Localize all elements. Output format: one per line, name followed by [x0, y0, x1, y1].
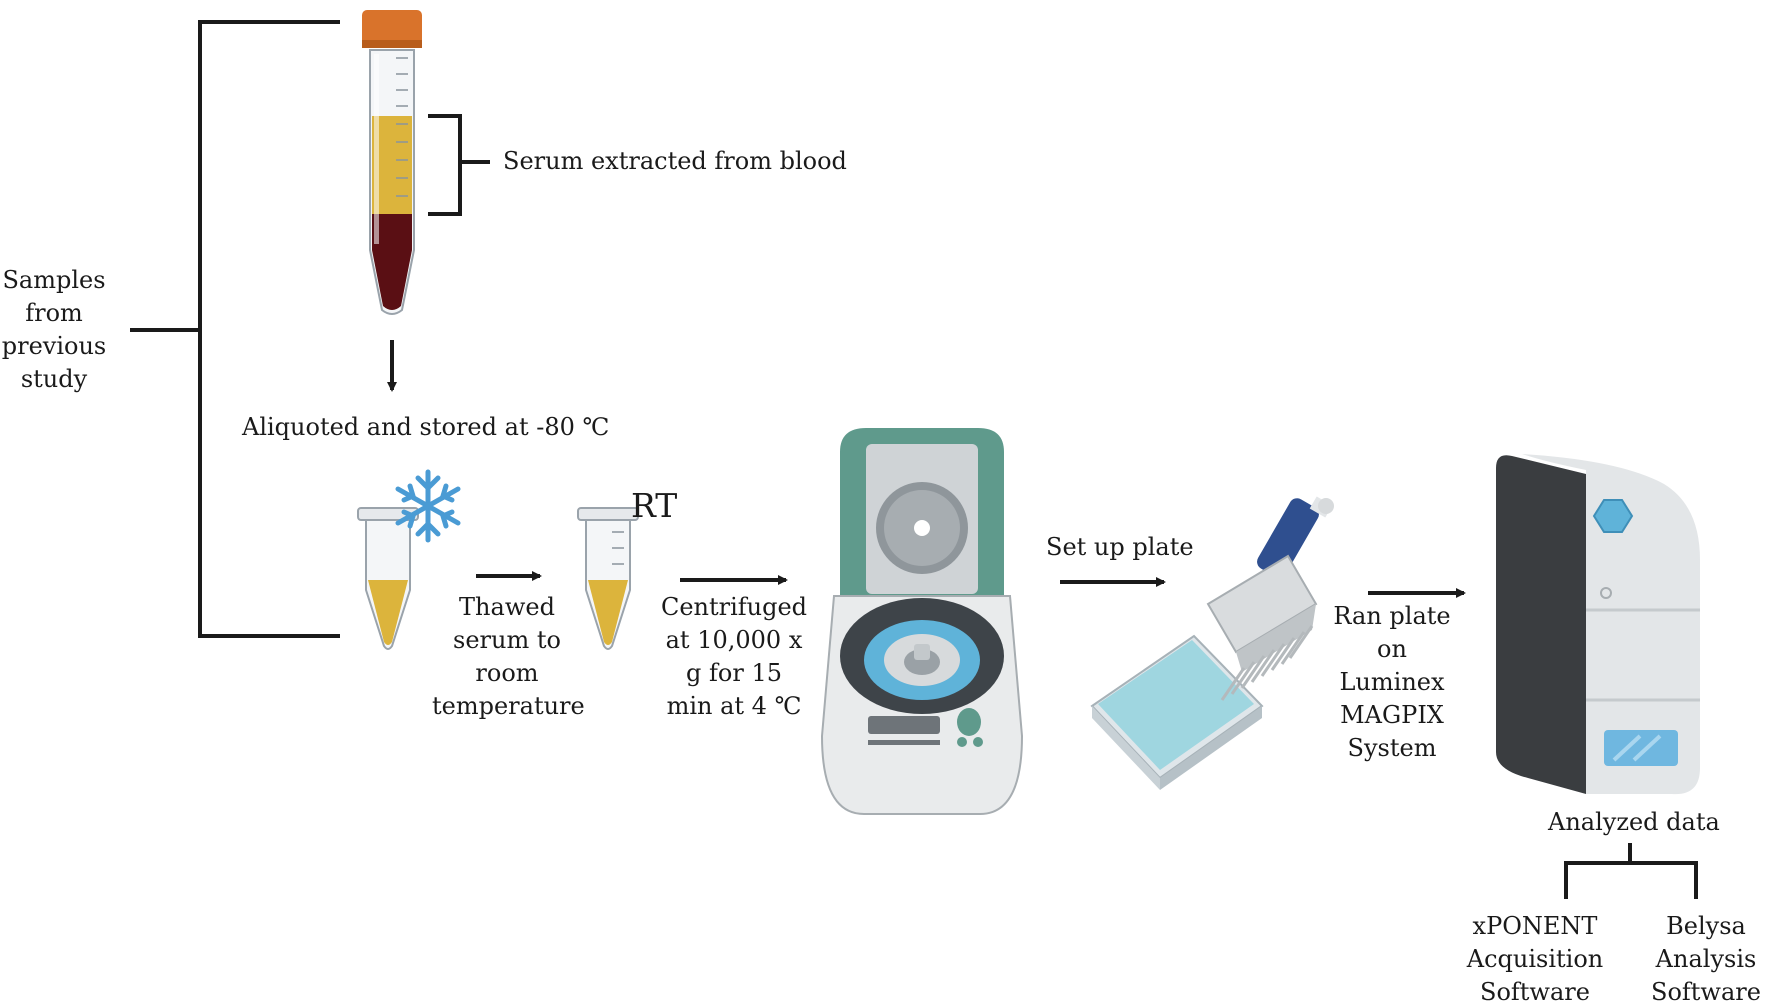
microtube-icon — [577, 507, 639, 650]
belysa-label: Belysa Analysis Software — [1651, 912, 1761, 1005]
magpix-instrument-icon — [1496, 454, 1700, 795]
analyzed-label: Analyzed data — [1548, 808, 1720, 836]
xponent-label: xPONENT Acquisition Software — [1466, 912, 1604, 1005]
centrifuge-icon — [820, 428, 1024, 815]
serum-bracket — [428, 114, 490, 216]
rt-label: RT — [631, 486, 678, 525]
serum-label: Serum extracted from blood — [503, 147, 847, 175]
multichannel-pipette-icon — [1206, 496, 1334, 701]
well-plate-icon — [1090, 634, 1264, 790]
microtube-icon — [357, 507, 419, 650]
centrifuged-label: Centrifuged at 10,000 x g for 15 min at … — [660, 593, 808, 720]
setup-label: Set up plate — [1046, 533, 1194, 561]
analyzed-bracket — [1564, 843, 1698, 899]
aliquoted-label: Aliquoted and stored at -80 ℃ — [242, 413, 610, 441]
snowflake-icon — [395, 469, 461, 543]
ran-label: Ran plate on Luminex MAGPIX System — [1333, 602, 1451, 762]
thawed-label: Thawed serum to room temperature — [432, 593, 585, 720]
samples-label: Samples from previous study — [1, 266, 107, 393]
falcon-tube-icon — [362, 10, 422, 315]
samples-bracket — [130, 20, 340, 638]
